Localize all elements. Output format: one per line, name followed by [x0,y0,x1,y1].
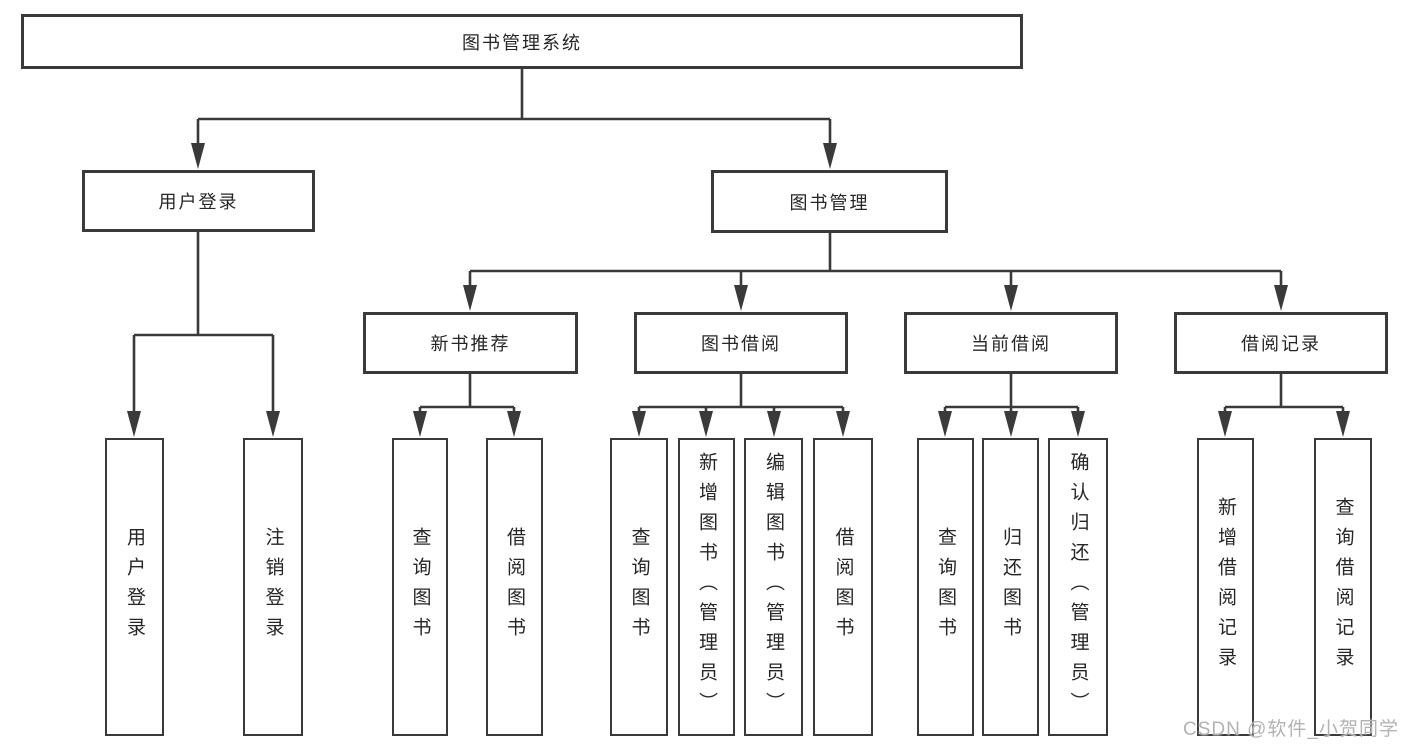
leaf-bb-borrow-books: 借阅图书 [813,438,873,736]
edge-root-to-level2 [191,69,837,169]
arrowhead [1274,285,1288,311]
node-new-book-recommend: 新书推荐 [363,312,578,374]
watermark: CSDN @软件_小贺同学 [1183,719,1399,740]
leaf-cb-return-books: 归还图书 [982,438,1039,736]
arrowhead [823,143,837,169]
edge-current-borrow-children [938,374,1085,437]
arrowhead [734,285,748,311]
edge-user-login-children [127,231,280,437]
arrowhead [191,143,205,169]
arrowhead [699,411,713,437]
arrowhead [463,285,477,311]
node-user-login: 用户登录 [82,170,315,232]
leaf-cb-query-books: 查询图书 [917,438,974,736]
leaf-nb-query-books: 查询图书 [392,438,448,736]
arrowhead [413,411,427,437]
leaf-logout-login: 注销登录 [243,438,303,736]
edge-book-borrow-children [632,374,850,437]
leaf-bb-edit-books-admin: 编辑图书（管理员） [744,438,803,736]
arrowhead [1004,411,1018,437]
arrowhead [767,411,781,437]
node-current-borrow: 当前借阅 [904,312,1118,374]
arrowhead [507,411,521,437]
leaf-user-login: 用户登录 [105,438,164,736]
arrowhead [127,411,141,437]
node-borrow-records: 借阅记录 [1174,312,1388,374]
arrowhead [632,411,646,437]
arrowhead [1336,411,1350,437]
edge-new-book-recommend-children [413,374,521,437]
node-book-borrow: 图书借阅 [634,312,848,374]
leaf-nb-borrow-books: 借阅图书 [486,438,543,736]
arrowhead [266,411,280,437]
node-library-management-system: 图书管理系统 [21,14,1023,69]
edge-borrow-records-children [1218,374,1350,437]
arrowhead [1004,285,1018,311]
arrowhead [836,411,850,437]
leaf-cb-confirm-return-admin: 确认归还（管理员） [1048,438,1108,736]
leaf-bb-add-books-admin: 新增图书（管理员） [678,438,735,736]
arrowhead [1071,411,1085,437]
node-book-management: 图书管理 [711,170,948,233]
leaf-bb-query-books: 查询图书 [610,438,668,736]
arrowhead [938,411,952,437]
leaf-br-add-borrow-record: 新增借阅记录 [1197,438,1254,736]
leaf-br-query-borrow-record: 查询借阅记录 [1314,438,1372,736]
arrowhead [1218,411,1232,437]
edge-book-management-children [463,233,1288,311]
